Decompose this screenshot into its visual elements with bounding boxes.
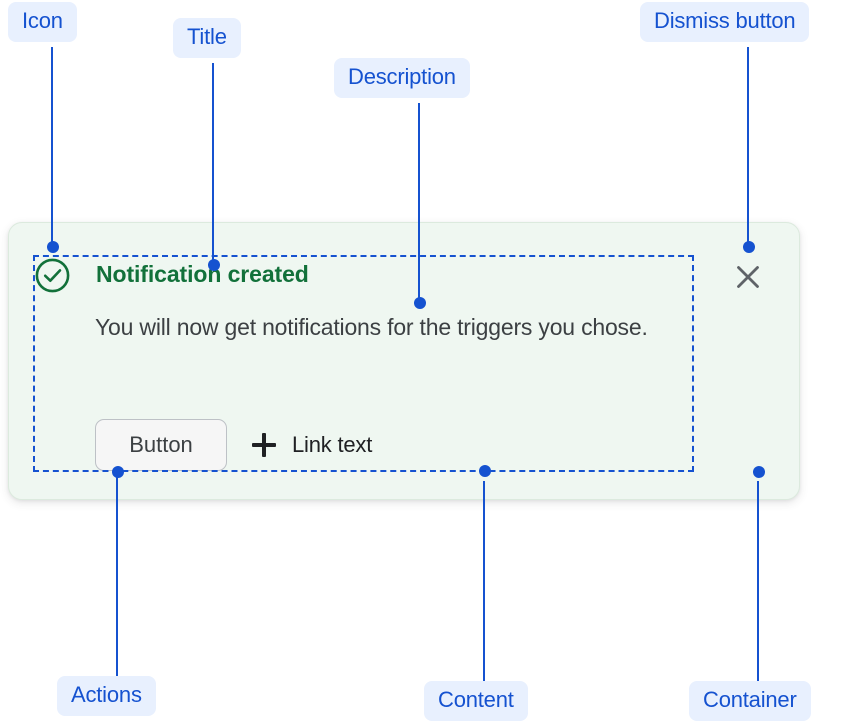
- action-link-label: Link text: [292, 432, 373, 457]
- annotation-leader-content: [483, 481, 485, 681]
- annotation-dot-description: [414, 297, 426, 309]
- annotation-dot-icon: [47, 241, 59, 253]
- annotation-label-content: Content: [424, 681, 528, 721]
- notification-description: You will now get notifications for the t…: [95, 314, 648, 340]
- annotation-dot-actions: [112, 466, 124, 478]
- notification-actions: Button Link text: [95, 419, 372, 471]
- annotation-leader-icon: [51, 47, 53, 247]
- close-icon[interactable]: [732, 261, 764, 293]
- annotation-dot-title: [208, 259, 220, 271]
- annotation-leader-dismiss-button: [747, 47, 749, 247]
- annotation-leader-title: [212, 63, 214, 265]
- notification-title: Notification created: [96, 261, 309, 287]
- annotation-label-container: Container: [689, 681, 811, 721]
- action-link[interactable]: Link text: [252, 432, 372, 458]
- plus-icon: [252, 433, 276, 457]
- annotation-label-description: Description: [334, 58, 470, 98]
- action-button[interactable]: Button: [95, 419, 227, 471]
- annotation-label-title: Title: [173, 18, 241, 58]
- annotation-leader-actions: [116, 476, 118, 676]
- annotation-dot-content: [479, 465, 491, 477]
- annotation-dot-container: [753, 466, 765, 478]
- annotation-label-icon: Icon: [8, 2, 77, 42]
- annotation-leader-description: [418, 103, 420, 303]
- annotation-leader-container: [757, 481, 759, 681]
- check-circle-icon: [35, 258, 70, 293]
- annotation-label-dismiss-button: Dismiss button: [640, 2, 810, 42]
- annotation-label-actions: Actions: [57, 676, 156, 716]
- annotation-dot-dismiss-button: [743, 241, 755, 253]
